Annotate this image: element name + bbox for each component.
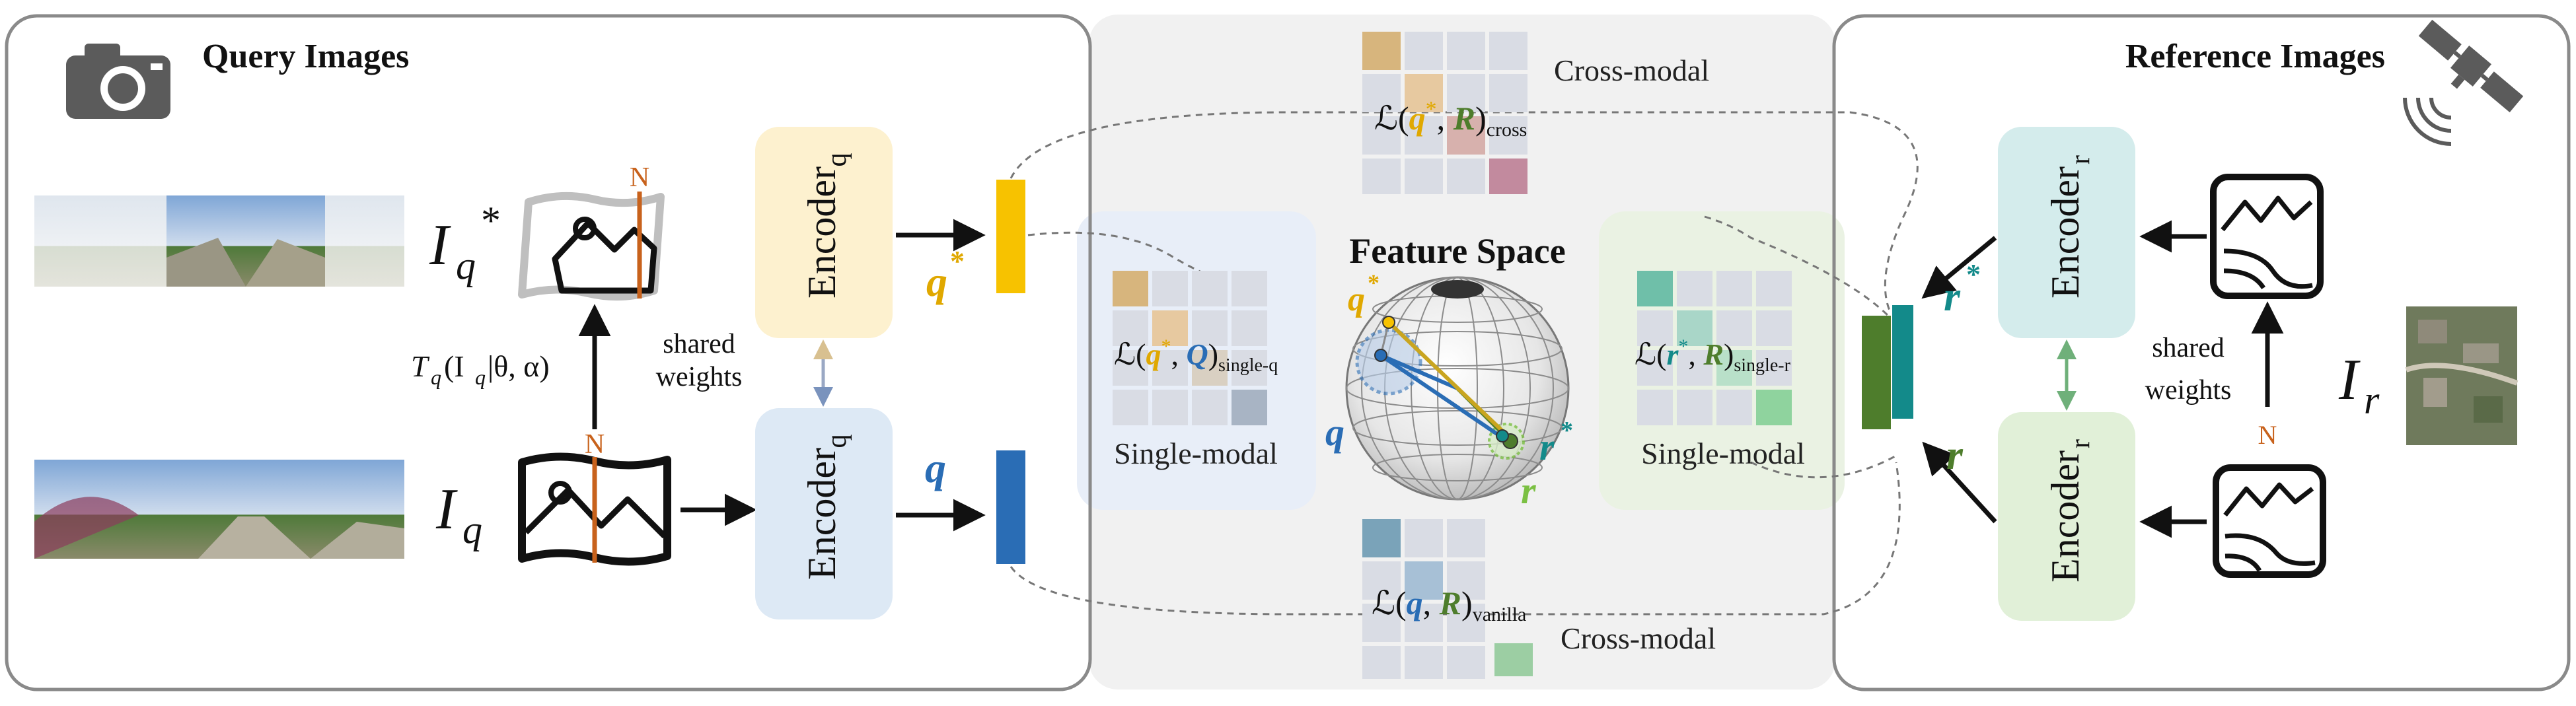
svg-text:q: q [431, 365, 441, 389]
svg-text:*: * [1561, 417, 1573, 444]
svg-text:I: I [429, 213, 451, 277]
single-q-loss-label: ℒ(q*, Q)single-q [1114, 335, 1278, 376]
svg-text:q: q [456, 244, 476, 287]
reference-panel-title: Reference Images [2125, 38, 2385, 75]
aerial-reference-image [2405, 306, 2519, 445]
cross-modal-matrix-bottom [1362, 519, 1533, 679]
cross-modal-top-label: Cross-modal [1554, 53, 1709, 87]
ref-star-feature-bar [1892, 305, 1913, 419]
sphere-r-star-label: r * [1539, 417, 1573, 468]
augmented-map-icon [2210, 174, 2324, 299]
svg-text:q: q [475, 365, 486, 389]
svg-text:q: q [822, 435, 852, 448]
loss-connectors [1010, 111, 1919, 616]
feature-sphere [1345, 276, 1570, 501]
query-image-label: I q [435, 477, 482, 551]
query-panel [5, 14, 1092, 691]
svg-text:ℒ(q*, R)cross: ℒ(q*, R)cross [1374, 97, 1527, 141]
svg-text:r: r [2065, 439, 2096, 448]
svg-text:I: I [435, 477, 458, 542]
query-star-feature-bar [996, 180, 1025, 293]
signal-icon [2403, 97, 2452, 146]
svg-text:r: r [2065, 155, 2096, 164]
svg-text:*: * [481, 199, 501, 242]
reference-image-label: I r [2338, 348, 2380, 422]
svg-text:ℒ(q*, Q)single-q: ℒ(q*, Q)single-q [1114, 335, 1278, 376]
svg-text:*: * [1368, 269, 1380, 296]
single-modal-matrix-r [1637, 271, 1792, 425]
augmented-query-label: I q * [429, 199, 501, 287]
sphere-q-star-label: q * [1348, 269, 1380, 318]
svg-text:T: T [411, 349, 430, 383]
query-feature-bar [996, 450, 1025, 564]
svg-text:r: r [2364, 378, 2380, 422]
svg-text:N: N [630, 162, 649, 193]
svg-text:q: q [822, 153, 852, 167]
single-modal-right-label: Single-modal [1641, 437, 1805, 470]
ref-encoder-bottom-arrow [1922, 441, 1997, 524]
svg-text:ℒ(q, R)vanilla: ℒ(q, R)vanilla [1372, 584, 1526, 625]
ref-star-feature-label: r * [1944, 258, 1981, 320]
query-panorama-image [34, 460, 404, 559]
camera-icon [66, 44, 170, 119]
single-modal-matrix-q [1113, 271, 1267, 425]
svg-text:r: r [1944, 273, 1961, 320]
ref-feature-label: r [1946, 431, 1964, 478]
query-shared-weights-label: shared weights [656, 329, 743, 392]
ref-encoder-top: Encoder r [1998, 127, 2135, 338]
sphere-r-label: r [1521, 469, 1536, 512]
augmented-panorama-icon: N [518, 162, 665, 301]
single-modal-left-label: Single-modal [1114, 437, 1278, 470]
svg-text:Encoder: Encoder [2043, 166, 2087, 299]
svg-text:shared: shared [2152, 333, 2225, 363]
svg-text:*: * [950, 245, 965, 277]
svg-text:shared: shared [663, 329, 735, 359]
augmented-panorama-image [34, 195, 404, 287]
cross-modal-bottom-label: Cross-modal [1561, 621, 1716, 655]
svg-text:(I: (I [444, 349, 464, 383]
vanilla-loss-label: ℒ(q, R)vanilla [1372, 584, 1526, 625]
ref-north-label: N [2258, 420, 2277, 450]
map-icon [2213, 464, 2326, 578]
feature-space-title: Feature Space [1349, 231, 1565, 271]
ref-feature-bar [1862, 316, 1891, 429]
svg-text:*: * [1966, 258, 1981, 291]
satellite-icon [2418, 19, 2524, 113]
svg-text:r: r [1539, 425, 1555, 468]
panorama-icon: N [518, 429, 671, 566]
query-encoder-bottom: Encoder q [755, 408, 893, 619]
svg-text:ℒ(r*, R)single-r: ℒ(r*, R)single-r [1635, 335, 1791, 376]
svg-text:I: I [2338, 348, 2361, 412]
svg-text:weights: weights [656, 362, 743, 392]
sphere-q-label: q [1325, 411, 1344, 454]
query-encoder-top: Encoder q [755, 127, 893, 338]
query-panel-title: Query Images [202, 38, 409, 75]
ref-encoder-top-arrow [1921, 236, 1997, 299]
query-star-feature-label: q * [926, 245, 965, 305]
svg-text:q: q [1348, 281, 1365, 318]
reference-panel [1832, 14, 2571, 691]
svg-text:Encoder: Encoder [800, 448, 844, 580]
svg-text:q: q [926, 258, 947, 305]
cross-modal-matrix-top [1362, 32, 1527, 194]
svg-text:q: q [462, 508, 482, 551]
ref-shared-weights-label: shared weights [2145, 333, 2232, 406]
svg-text:|θ, α): |θ, α) [488, 349, 550, 383]
cross-loss-label: ℒ(q*, R)cross [1374, 97, 1527, 141]
ref-encoder-bottom: Encoder r [1998, 412, 2135, 621]
svg-text:Encoder: Encoder [2043, 450, 2087, 582]
svg-text:weights: weights [2145, 375, 2232, 406]
query-feature-label: q [925, 444, 946, 491]
transform-label: T q (I q |θ, α) [411, 349, 550, 389]
svg-text:N: N [585, 429, 605, 460]
svg-text:Encoder: Encoder [800, 166, 844, 299]
single-r-loss-label: ℒ(r*, R)single-r [1635, 335, 1791, 376]
